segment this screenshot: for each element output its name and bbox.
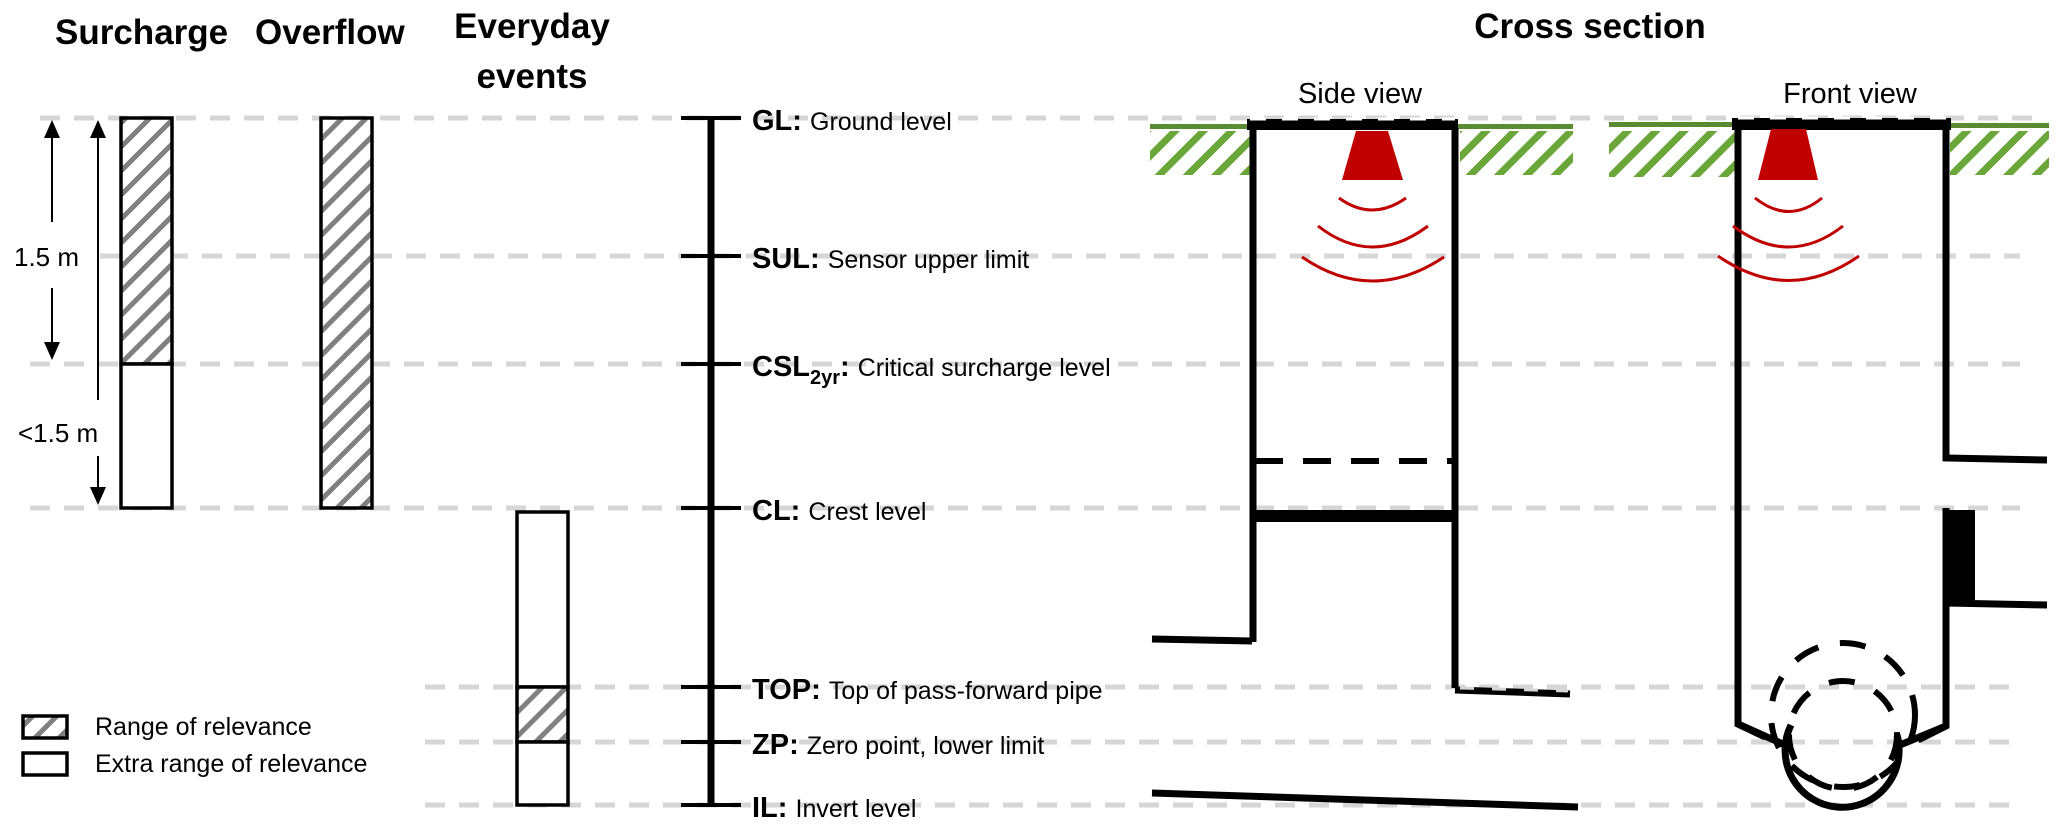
overflow-relevance-bar: [319, 116, 374, 510]
legend-hatched-swatch: [21, 714, 69, 740]
level-label-gl: GL: Ground level: [752, 105, 952, 137]
surcharge-extra-bar: [119, 362, 174, 510]
level-label-il: IL: Invert level: [752, 792, 916, 824]
everyday-relevance-bar: [515, 685, 570, 744]
header-side-view: Side view: [1298, 78, 1423, 110]
level-label-zp: ZP: Zero point, lower limit: [752, 729, 1044, 761]
legend-label-relevance: Range of relevance: [95, 713, 312, 741]
sensor-icon-front: [1758, 129, 1818, 180]
sensor-wave-1-front: [1754, 196, 1823, 213]
header-everyday-line1: Everyday: [454, 7, 610, 46]
everyday-extra-lower-bar: [515, 740, 570, 807]
legend-empty-swatch: [21, 751, 69, 777]
sensor-wave-3-front: [1717, 254, 1860, 282]
dimension-arrow-upper: [44, 120, 60, 360]
weir-block-front: [1945, 510, 1975, 600]
header-front-view: Front view: [1783, 78, 1918, 110]
header-everyday-line2: events: [477, 57, 588, 96]
level-axis: [681, 116, 741, 807]
ground-left-front: [1609, 122, 1739, 177]
side-view: [1150, 117, 1579, 811]
manhole-cover-front: [1732, 118, 1951, 130]
legend-label-extra: Extra range of relevance: [95, 750, 367, 778]
surcharge-relevance-bar: [119, 116, 174, 366]
ground-right-side: [1455, 124, 1573, 175]
sensor-wave-2-front: [1732, 224, 1844, 249]
header-cross-section: Cross section: [1474, 7, 1705, 46]
manhole-cover-side: [1247, 119, 1458, 130]
level-label-top: TOP: Top of pass-forward pipe: [752, 674, 1103, 706]
weir-crest-side: [1253, 510, 1458, 522]
sensor-icon-side: [1342, 131, 1403, 180]
header-surcharge: Surcharge: [55, 13, 228, 52]
level-label-cl: CL: Crest level: [752, 495, 926, 527]
pipe-dashed-outer: [1768, 640, 1918, 790]
dimension-arrow-lower: [90, 120, 106, 505]
level-label-csl: CSL2yr: Critical surcharge level: [752, 351, 1111, 389]
header-overflow: Overflow: [255, 13, 406, 52]
dimension-label-upper: 1.5 m: [14, 242, 79, 272]
sensor-wave-2-side: [1317, 224, 1429, 249]
side-invert-line: [1151, 789, 1579, 811]
everyday-extra-upper-bar: [515, 510, 570, 689]
pass-forward-pipe: [1781, 723, 1903, 811]
level-guides: [30, 115, 2040, 808]
sensor-wave-1-side: [1338, 196, 1407, 212]
dimension-label-lower: <1.5 m: [18, 418, 98, 448]
ground-left-side: [1150, 124, 1250, 175]
front-view: [1609, 116, 2049, 811]
ground-right-front: [1950, 123, 2049, 175]
sensor-wave-3-side: [1301, 255, 1445, 283]
level-label-sul: SUL: Sensor upper limit: [752, 243, 1029, 275]
